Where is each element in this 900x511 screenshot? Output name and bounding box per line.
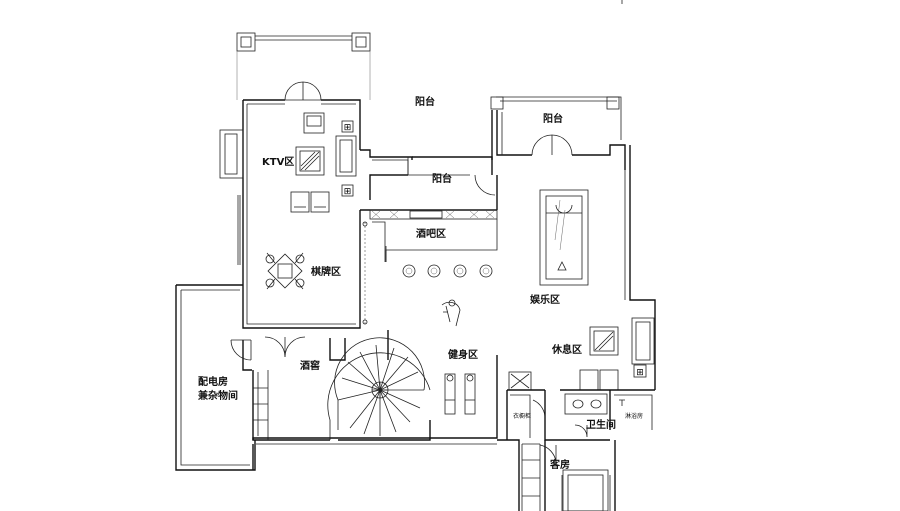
pool-table xyxy=(539,189,589,286)
label-balcony-mid: 阳台 xyxy=(432,174,452,185)
spiral-stair xyxy=(327,337,431,441)
label-wine-cellar: 酒窖 xyxy=(300,361,320,372)
label-power-room-1: 配电房 xyxy=(198,377,228,388)
label-wardrobe: 衣橱柜 xyxy=(513,413,532,420)
label-entertainment: 娱乐区 xyxy=(530,295,560,306)
power-room-walls xyxy=(175,284,256,471)
bottom-walls xyxy=(252,355,520,511)
label-power-room-2: 兼杂物间 xyxy=(198,391,238,402)
chess-table xyxy=(265,252,305,290)
bar-counter xyxy=(369,209,498,278)
svg-text:⊞: ⊞ xyxy=(344,123,352,133)
label-ktv: KTV区 xyxy=(262,157,295,168)
guest-room xyxy=(521,440,616,511)
label-balcony-top: 阳台 xyxy=(415,97,435,108)
label-guest-room: 客房 xyxy=(550,460,570,471)
top-balcony-outline xyxy=(236,32,371,100)
right-balcony-walls xyxy=(490,96,656,390)
fitness-equipment xyxy=(441,299,476,415)
lounge-furniture: ⊞ xyxy=(579,317,655,391)
label-bathroom: 卫生间 xyxy=(586,420,616,431)
central-walls xyxy=(360,149,498,211)
label-shower: 淋浴房 xyxy=(625,413,644,420)
wine-cellar-walls xyxy=(252,330,389,441)
label-balcony-right: 阳台 xyxy=(543,114,563,125)
ktv-furniture: ⊞ ⊞ xyxy=(290,112,357,213)
label-bar: 酒吧区 xyxy=(416,229,446,240)
svg-text:⊞: ⊞ xyxy=(344,187,352,197)
label-fitness: 健身区 xyxy=(448,350,478,361)
label-chess: 棋牌区 xyxy=(311,267,341,278)
svg-text:⊞: ⊞ xyxy=(636,368,644,378)
bathroom-area xyxy=(506,371,655,441)
ktv-room-walls xyxy=(219,81,361,329)
label-lounge: 休息区 xyxy=(552,345,582,356)
